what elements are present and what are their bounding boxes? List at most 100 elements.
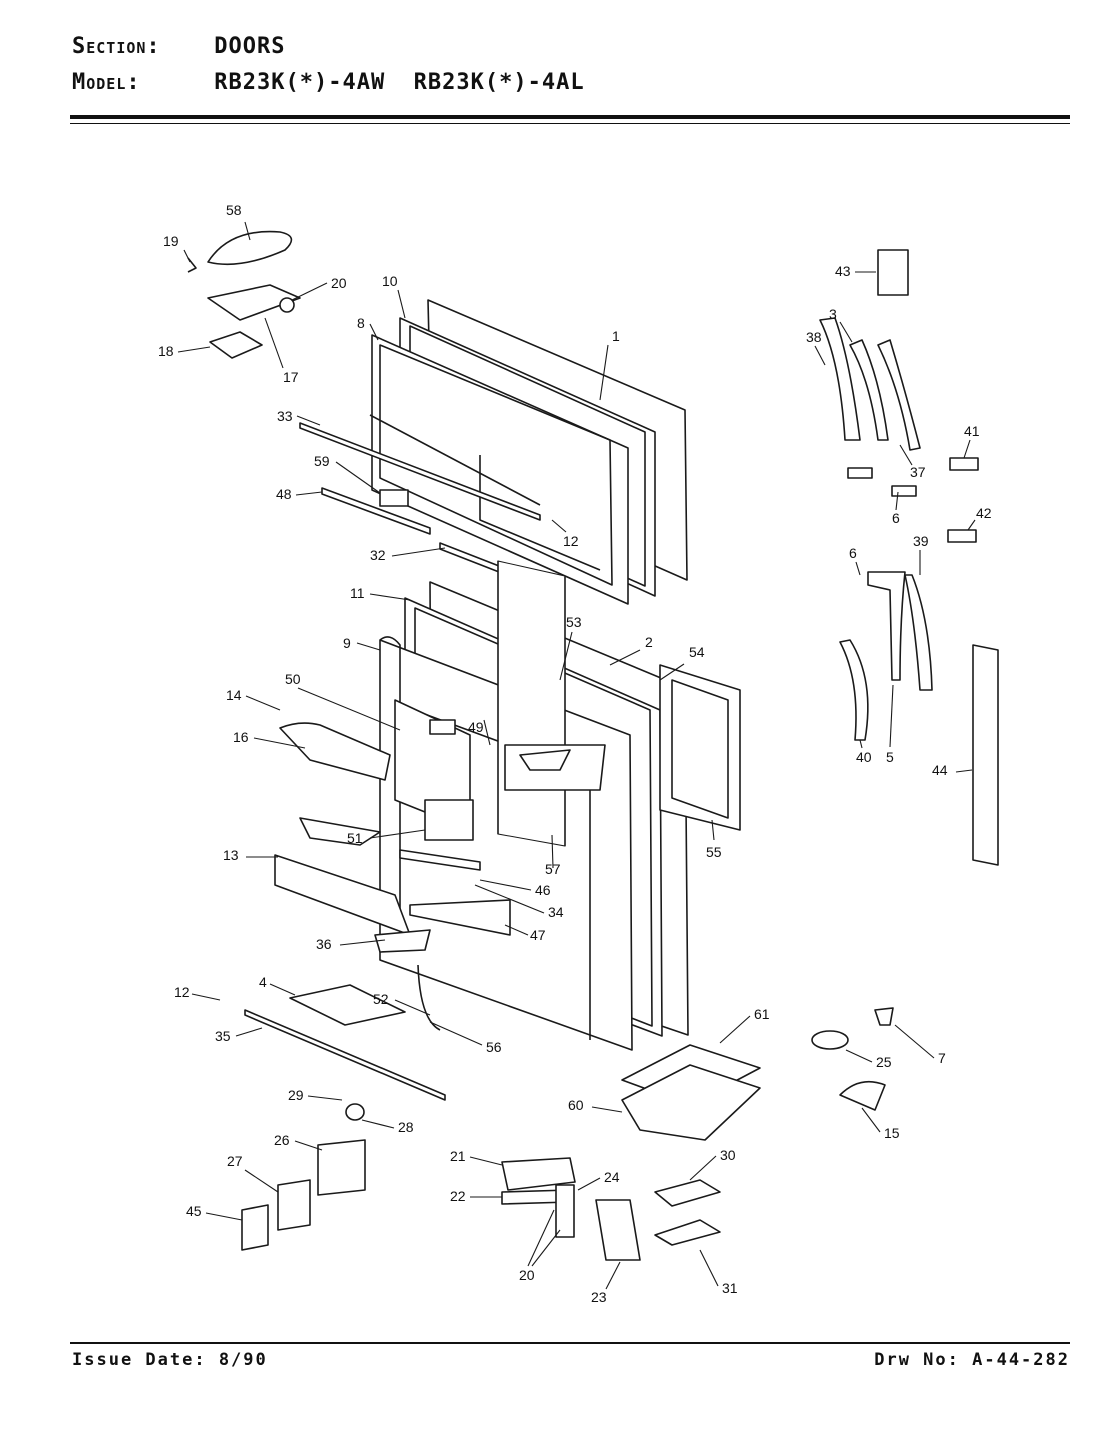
part-label-6b: 6 xyxy=(849,545,857,561)
leader-line xyxy=(339,939,386,946)
part-label-2: 2 xyxy=(645,634,653,650)
dispenser-panel xyxy=(394,560,606,847)
leader-line xyxy=(191,993,221,1001)
top-hinge-cover xyxy=(207,230,293,266)
part-label-47: 47 xyxy=(530,927,546,943)
leader-line xyxy=(369,593,411,601)
part-label-49: 49 xyxy=(468,719,484,735)
leader-line xyxy=(294,1140,323,1151)
leader-line xyxy=(394,999,431,1016)
drip-tray xyxy=(621,1044,761,1141)
leader-line xyxy=(689,1155,717,1181)
part-label-44: 44 xyxy=(932,762,948,778)
leader-line xyxy=(264,317,284,369)
part-label-21: 21 xyxy=(450,1148,466,1164)
leader-line xyxy=(469,1156,503,1166)
leader-line xyxy=(297,687,401,731)
leader-line xyxy=(855,561,861,576)
part-label-9: 9 xyxy=(343,635,351,651)
leader-line xyxy=(551,834,554,869)
door-bottom-parts xyxy=(244,929,446,1101)
part-label-51: 51 xyxy=(347,830,363,846)
leader-line xyxy=(474,884,545,914)
leader-line xyxy=(861,1107,881,1133)
part-label-59: 59 xyxy=(314,453,330,469)
part-label-25: 25 xyxy=(876,1054,892,1070)
part-label-41: 41 xyxy=(964,423,980,439)
leader-line xyxy=(295,491,323,496)
part-label-50: 50 xyxy=(285,671,301,687)
footer-rule xyxy=(70,1342,1070,1344)
part-label-56: 56 xyxy=(486,1039,502,1055)
part-label-7: 7 xyxy=(938,1050,946,1066)
leader-line xyxy=(955,769,973,773)
leader-line xyxy=(814,345,826,366)
right-hinge-arms xyxy=(819,249,999,866)
leader-line xyxy=(599,344,609,401)
part-label-33: 33 xyxy=(277,408,293,424)
leader-line xyxy=(429,1021,483,1046)
leader-line xyxy=(659,663,685,681)
part-label-26: 26 xyxy=(274,1132,290,1148)
leader-line xyxy=(559,631,573,681)
lower-hinge-brackets xyxy=(241,1139,721,1261)
leader-line xyxy=(719,1015,751,1044)
part-label-45: 45 xyxy=(186,1203,202,1219)
leader-line xyxy=(895,491,899,511)
issue-date: Issue Date: 8/90 xyxy=(72,1350,268,1370)
part-label-32: 32 xyxy=(370,547,386,563)
part-label-52: 52 xyxy=(373,991,389,1007)
leader-line xyxy=(609,649,641,666)
section-value: DOORS xyxy=(214,34,286,59)
part-label-16: 16 xyxy=(233,729,249,745)
part-label-42: 42 xyxy=(976,505,992,521)
model-heading: Model: RB23K(*)-4AW RB23K(*)-4AL xyxy=(72,70,585,95)
part-label-6: 6 xyxy=(892,510,900,526)
leader-line xyxy=(244,221,251,241)
part-label-18: 18 xyxy=(158,343,174,359)
part-label-35: 35 xyxy=(215,1028,231,1044)
leader-line xyxy=(269,983,296,996)
part-label-30: 30 xyxy=(720,1147,736,1163)
callout-leaders xyxy=(177,221,976,1290)
part-label-57: 57 xyxy=(545,861,561,877)
part-label-61: 61 xyxy=(754,1006,770,1022)
freezer-shelf-rails xyxy=(299,422,541,587)
part-label-22: 22 xyxy=(450,1188,466,1204)
part-label-13: 13 xyxy=(223,847,239,863)
drawing-number: Drw No: A-44-282 xyxy=(874,1350,1070,1370)
leader-line xyxy=(291,282,328,301)
header-rule-thin xyxy=(70,123,1070,124)
part-label-34: 34 xyxy=(548,904,564,920)
leader-line xyxy=(839,321,853,343)
leader-line xyxy=(963,439,971,459)
fastener-parts xyxy=(345,1007,894,1121)
leader-line xyxy=(894,1024,935,1059)
part-label-20: 20 xyxy=(331,275,347,291)
leader-line xyxy=(235,1027,263,1037)
part-label-55: 55 xyxy=(706,844,722,860)
part-label-58: 58 xyxy=(226,202,242,218)
leader-line xyxy=(296,415,321,426)
part-label-11: 11 xyxy=(350,585,365,601)
part-label-23: 23 xyxy=(591,1289,607,1305)
part-label-43: 43 xyxy=(835,263,851,279)
part-label-5: 5 xyxy=(886,749,894,765)
freezer-door-liner xyxy=(369,334,629,605)
leader-line xyxy=(899,444,913,466)
door-shelves xyxy=(274,722,511,936)
leader-line xyxy=(369,829,426,839)
leader-line xyxy=(205,1212,243,1221)
leader-line xyxy=(531,1229,561,1267)
part-label-46: 46 xyxy=(535,882,551,898)
part-label-14: 14 xyxy=(226,687,242,703)
part-label-48: 48 xyxy=(276,486,292,502)
part-label-36: 36 xyxy=(316,936,332,952)
model-value: RB23K(*)-4AW RB23K(*)-4AL xyxy=(214,70,585,95)
leader-line xyxy=(245,695,281,711)
part-label-20b: 20 xyxy=(519,1267,535,1283)
leader-line xyxy=(845,1049,873,1063)
part-label-4: 4 xyxy=(259,974,267,990)
leader-line xyxy=(183,249,191,263)
